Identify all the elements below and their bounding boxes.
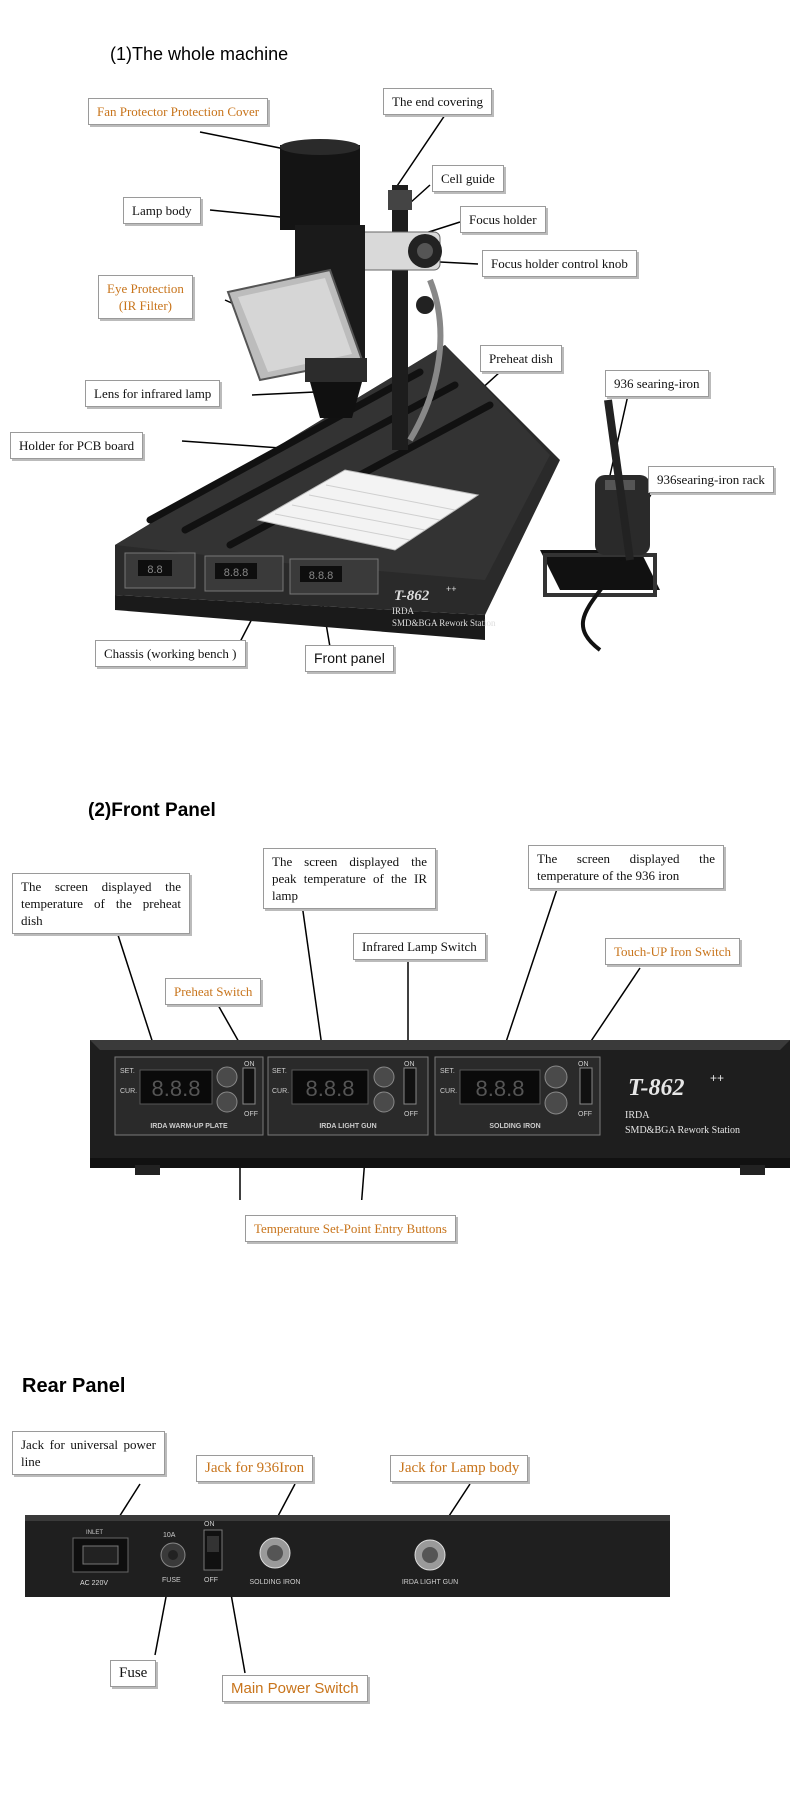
rear-lightgun: IRDA LIGHT GUN bbox=[402, 1579, 458, 1586]
label-focus-knob: Focus holder control knob bbox=[482, 250, 637, 277]
fp-left-display: 8.8.8 bbox=[152, 1076, 201, 1101]
label-cell-guide: Cell guide bbox=[432, 165, 504, 192]
rear-fuse-label: FUSE bbox=[162, 1577, 181, 1584]
rear-solding: SOLDING IRON bbox=[250, 1579, 301, 1586]
fp-left-name: IRDA WARM-UP PLATE bbox=[150, 1123, 228, 1130]
rear-on: ON bbox=[204, 1521, 215, 1528]
display-right-digits: 8.8.8 bbox=[309, 570, 333, 582]
fp-right-set: SET. bbox=[440, 1068, 455, 1075]
label-lamp-body: Lamp body bbox=[123, 197, 201, 224]
fp-left-set: SET. bbox=[120, 1068, 135, 1075]
fp-brand: T-862 bbox=[628, 1075, 684, 1101]
rear-ac: AC 220V bbox=[80, 1580, 108, 1587]
label-jack-lamp: Jack for Lamp body bbox=[390, 1455, 529, 1482]
label-touchup-switch: Touch-UP Iron Switch bbox=[605, 938, 741, 965]
label-focus-holder: Focus holder bbox=[460, 206, 546, 233]
fp-line1: IRDA bbox=[625, 1110, 650, 1121]
fp-left-on: ON bbox=[244, 1061, 255, 1068]
label-end-covering: The end covering bbox=[383, 88, 492, 115]
machine-brand-sup: ++ bbox=[446, 584, 457, 594]
label-chassis: Chassis (working bench ) bbox=[95, 640, 246, 667]
fp-right-display: 8.8.8 bbox=[476, 1076, 525, 1101]
label-main-switch: Main Power Switch bbox=[222, 1675, 368, 1702]
fp-left-off: OFF bbox=[244, 1111, 258, 1118]
rear-fuse-rating: 10A bbox=[163, 1532, 176, 1539]
machine-line2: SMD&BGA Rework Station bbox=[392, 618, 496, 628]
label-eye-protection: Eye Protection (IR Filter) bbox=[98, 275, 193, 319]
label-power-jack: Jack for universal power line bbox=[12, 1431, 165, 1475]
fp-left-cur: CUR. bbox=[120, 1088, 137, 1095]
label-iron-rack: 936searing-iron rack bbox=[648, 466, 774, 493]
label-936-iron: 936 searing-iron bbox=[605, 370, 709, 397]
fp-mid-set: SET. bbox=[272, 1068, 287, 1075]
label-setpoint-buttons: Temperature Set-Point Entry Buttons bbox=[245, 1215, 456, 1242]
section-title-rear-panel: Rear Panel bbox=[22, 1375, 126, 1397]
rear-inlet: INLET bbox=[86, 1530, 103, 1536]
label-screen-peak: The screen displayed the peak temperatur… bbox=[263, 848, 436, 909]
label-screen-preheat: The screen displayed the temperature of … bbox=[12, 873, 190, 934]
label-eye-protection-line1: Eye Protection bbox=[107, 281, 184, 296]
display-mid-digits: 8.8.8 bbox=[224, 567, 248, 579]
label-jack-936: Jack for 936Iron bbox=[196, 1455, 314, 1482]
fp-right-cur: CUR. bbox=[440, 1088, 457, 1095]
label-lens: Lens for infrared lamp bbox=[85, 380, 221, 407]
rear-off: OFF bbox=[204, 1577, 218, 1584]
machine-illustration: 8.8 8.8.8 8.8.8 T-862 ++ IRDA SMD&BGA Re… bbox=[115, 114, 661, 652]
fp-mid-cur: CUR. bbox=[272, 1088, 289, 1095]
fp-brand-sup: ++ bbox=[710, 1071, 724, 1085]
fp-mid-off: OFF bbox=[404, 1111, 418, 1118]
fp-mid-name: IRDA LIGHT GUN bbox=[319, 1123, 376, 1130]
label-pcb-holder: Holder for PCB board bbox=[10, 432, 144, 459]
label-front-panel: Front panel bbox=[305, 645, 394, 672]
label-preheat-switch: Preheat Switch bbox=[165, 978, 262, 1005]
fp-right-on: ON bbox=[578, 1061, 589, 1068]
fp-mid-display: 8.8.8 bbox=[306, 1076, 355, 1101]
fp-mid-on: ON bbox=[404, 1061, 415, 1068]
label-eye-protection-line2: (IR Filter) bbox=[118, 298, 172, 313]
label-preheat-dish: Preheat dish bbox=[480, 345, 562, 372]
label-fuse: Fuse bbox=[110, 1660, 157, 1687]
fp-right-name: SOLDING IRON bbox=[489, 1123, 540, 1130]
machine-line1: IRDA bbox=[392, 606, 414, 616]
label-ir-switch: Infrared Lamp Switch bbox=[353, 933, 486, 960]
label-screen-936: The screen displayed the temperature of … bbox=[528, 845, 724, 889]
front-panel-illustration: SET. CUR. 8.8.8 ON OFF IRDA WARM-UP PLAT… bbox=[90, 879, 790, 1200]
label-fan-protector: Fan Protector Protection Cover bbox=[88, 98, 269, 125]
section-title-front-panel: (2)Front Panel bbox=[88, 800, 216, 821]
fp-right-off: OFF bbox=[578, 1111, 592, 1118]
fp-line2: SMD&BGA Rework Station bbox=[625, 1125, 740, 1136]
display-left-digits: 8.8 bbox=[147, 564, 162, 576]
section-title-whole-machine: (1)The whole machine bbox=[110, 44, 289, 64]
machine-brand: T-862 bbox=[394, 588, 430, 604]
